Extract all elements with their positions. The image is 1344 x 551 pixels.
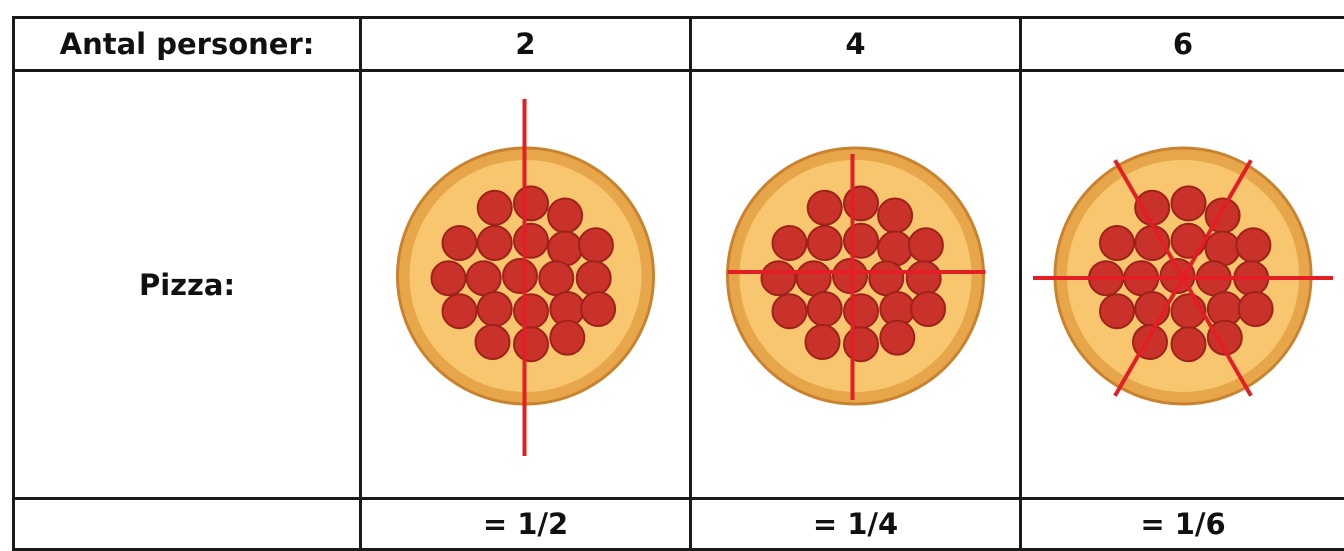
pepperoni-slice (478, 191, 512, 225)
pizza-sixth-image (1022, 72, 1344, 497)
row-label-pizza: Pizza: (15, 72, 359, 497)
pepperoni-slice (808, 292, 842, 326)
pepperoni-slice (1172, 186, 1206, 220)
pepperoni-slice (1172, 224, 1206, 258)
pepperoni-slice (514, 224, 548, 258)
pepperoni-slice (911, 292, 945, 326)
pepperoni-slice (548, 199, 582, 233)
pepperoni-slice (478, 226, 512, 260)
pepperoni-slice (844, 186, 878, 220)
pepperoni-slice (907, 261, 941, 295)
header-label: Antal personer: (15, 19, 359, 69)
header-count-2: 2 (362, 19, 689, 69)
pepperoni-slice (1100, 294, 1134, 328)
pepperoni-slice (1239, 292, 1273, 326)
pepperoni-slice (878, 199, 912, 233)
pepperoni-slice (476, 325, 510, 359)
pepperoni-slice (880, 321, 914, 355)
pepperoni-slice (503, 259, 537, 293)
pepperoni-slice (443, 294, 477, 328)
fraction-half: = 1/2 (362, 500, 689, 548)
pepperoni-slice (833, 259, 867, 293)
pepperoni-slice (773, 226, 807, 260)
pepperoni-slice (808, 226, 842, 260)
fraction-quarter: = 1/4 (692, 500, 1019, 548)
pepperoni-slice (1236, 228, 1270, 262)
pepperoni-slice (548, 232, 582, 266)
pepperoni-slice (797, 261, 831, 295)
pepperoni-slice (1100, 226, 1134, 260)
pepperoni-slice (577, 261, 611, 295)
pepperoni-slice (1206, 232, 1240, 266)
pepperoni-slice (514, 327, 548, 361)
fraction-empty-cell (15, 500, 359, 548)
pepperoni-slice (539, 261, 573, 295)
pepperoni-slice (844, 327, 878, 361)
pepperoni-slice (773, 294, 807, 328)
pepperoni-slice (762, 261, 796, 295)
header-count-6: 6 (1022, 19, 1344, 69)
pepperoni-slice (806, 325, 840, 359)
pepperoni-slice (514, 186, 548, 220)
pizza-quarter-image (692, 72, 1019, 497)
pepperoni-slice (443, 226, 477, 260)
pepperoni-slice (514, 294, 548, 328)
header-count-4: 4 (692, 19, 1019, 69)
pepperoni-slice (844, 294, 878, 328)
pepperoni-slice (550, 321, 584, 355)
pepperoni-slice (869, 261, 903, 295)
pepperoni-slice (467, 261, 501, 295)
pepperoni-slice (878, 232, 912, 266)
pepperoni-slice (1172, 327, 1206, 361)
pepperoni-slice (478, 292, 512, 326)
pizza-half-image (362, 72, 689, 497)
pepperoni-slice (432, 261, 466, 295)
pepperoni-slice (581, 292, 615, 326)
pepperoni-slice (808, 191, 842, 225)
fraction-sixth: = 1/6 (1022, 500, 1344, 548)
pepperoni-slice (844, 224, 878, 258)
pepperoni-slice (579, 228, 613, 262)
pepperoni-slice (909, 228, 943, 262)
